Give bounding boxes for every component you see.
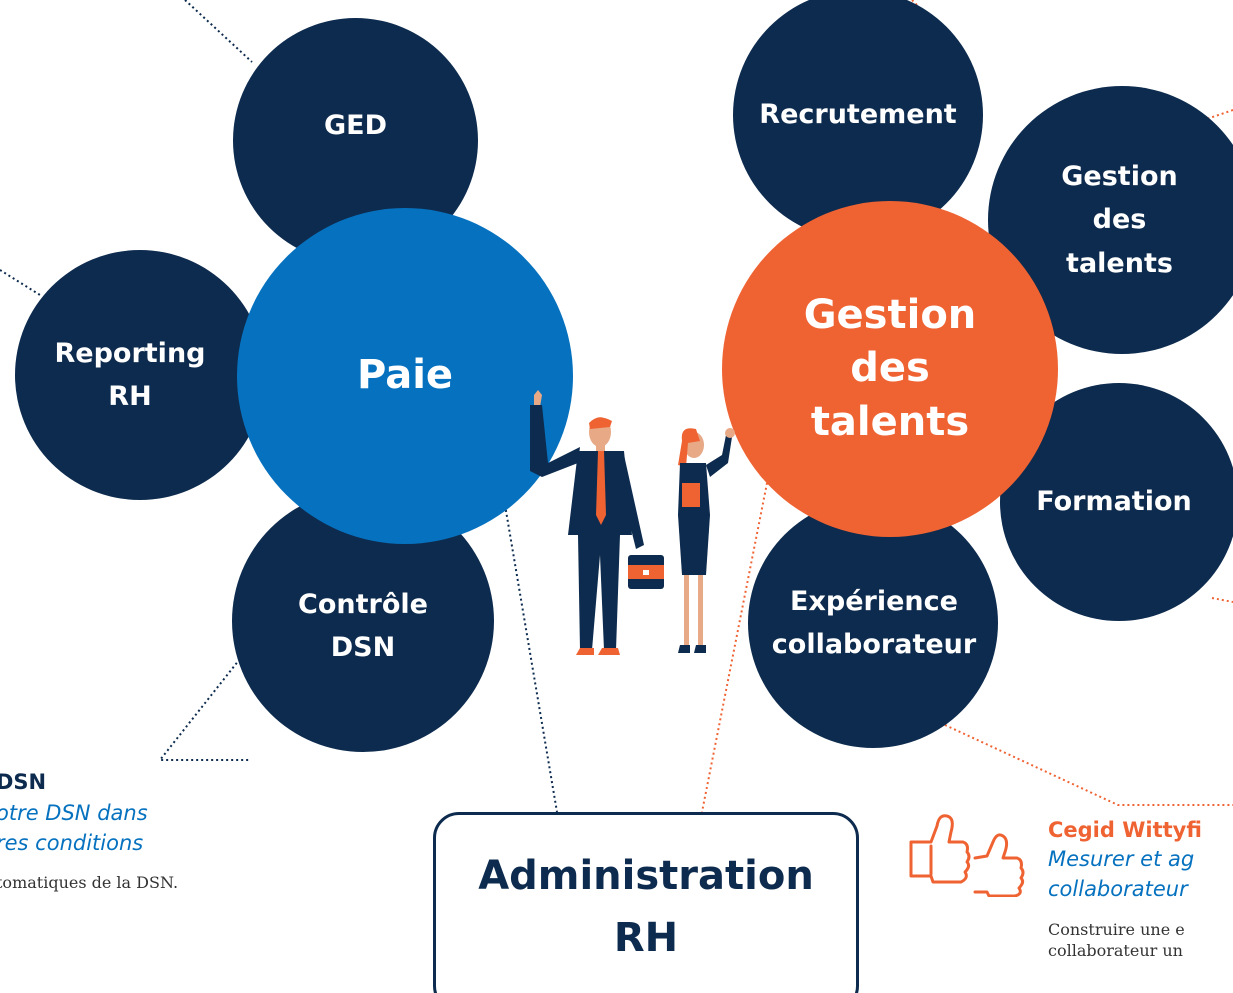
connector-formation (1211, 597, 1233, 603)
connector-experience (944, 724, 1233, 806)
wittyfit-callout: Cegid Wittyfi Mesurer et ag collaborateu… (1048, 818, 1233, 962)
experience-collaborateur-circle[interactable]: Expérience collaborateur (748, 498, 998, 748)
paie-label: Paie (356, 352, 454, 399)
gestion-talents-main-circle[interactable]: Gestion des talents (722, 201, 1058, 537)
connector-paie-admin (504, 504, 558, 813)
gestion-talents-small-label: Gestion des talents (1061, 161, 1178, 279)
connector-recrutement (911, 0, 919, 7)
dsn-callout: DSN otre DSN dans res conditions tomatiq… (0, 770, 246, 892)
formation-label: Formation (1036, 486, 1192, 518)
connector-controle (157, 654, 250, 761)
experience-collaborateur-label: Expérience collaborateur (771, 585, 977, 660)
reporting-rh-label: Reporting RH (54, 337, 206, 412)
business-people-icon (530, 390, 735, 655)
connector-reporting (0, 269, 41, 296)
reporting-rh-circle[interactable]: Reporting RH (15, 250, 265, 500)
dsn-callout-body: tomatiques de la DSN. (0, 872, 179, 892)
thumbs-up-icon (909, 814, 1025, 897)
gestion-talents-main-label: Gestion des talents (803, 292, 977, 445)
gestion-talents-small-circle[interactable]: Gestion des talents (988, 86, 1233, 354)
wittyfit-callout-subtitle: Mesurer et ag collaborateur (1048, 847, 1195, 902)
administration-rh-box[interactable]: Administration RH (433, 812, 859, 993)
recrutement-label: Recrutement (759, 99, 957, 131)
dsn-callout-subtitle: otre DSN dans res conditions (0, 801, 148, 856)
connector-talents-admin (701, 477, 769, 813)
paie-circle[interactable]: Paie (237, 208, 573, 544)
dsn-callout-title: DSN (0, 770, 47, 794)
connector-ged (184, 0, 253, 63)
wittyfit-callout-body: Construire une e collaborateur un (1048, 919, 1185, 961)
ged-label: GED (323, 109, 388, 141)
administration-rh-label: Administration RH (478, 853, 814, 961)
controle-dsn-label: Contrôle DSN (298, 588, 428, 663)
wittyfit-callout-title: Cegid Wittyfi (1048, 818, 1202, 842)
recrutement-circle[interactable]: Recrutement (733, 0, 983, 240)
